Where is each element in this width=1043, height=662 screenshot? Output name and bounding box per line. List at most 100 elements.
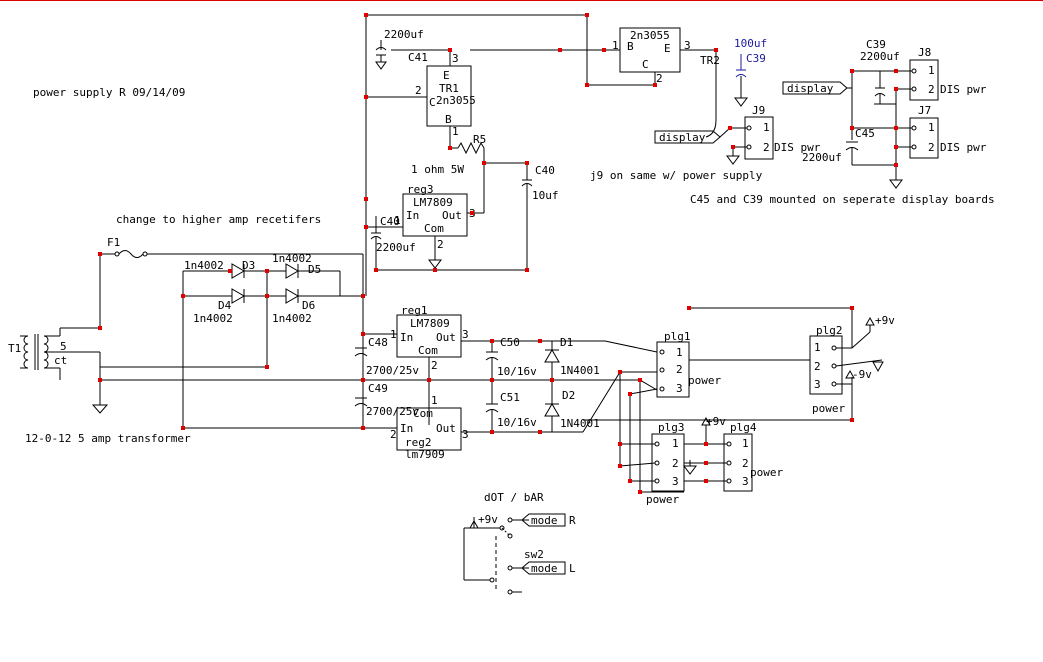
c40b-label: C40 bbox=[380, 215, 400, 228]
plg1-label: plg1 bbox=[664, 330, 691, 343]
sw2-label: sw2 bbox=[524, 548, 544, 561]
f1-label: F1 bbox=[107, 236, 120, 249]
tr1-pin1: 1 bbox=[452, 125, 459, 138]
c45-label: C45 bbox=[855, 127, 875, 140]
plg2-plus9v: +9v bbox=[875, 314, 895, 327]
resistor-r5: R5 1 ohm 5W bbox=[411, 133, 527, 214]
reg1-pin3: 3 bbox=[462, 328, 469, 341]
j9-dis-pwr: DIS pwr bbox=[774, 141, 821, 154]
regulator-reg1: reg1 LM7809 In Out Com 1 3 2 bbox=[390, 304, 540, 425]
mode-l-label: L bbox=[569, 562, 576, 575]
display-tag-j9-text: display bbox=[659, 131, 706, 144]
d5-label: D5 bbox=[308, 263, 321, 276]
c45-note: C45 and C39 mounted on seperate display … bbox=[690, 193, 995, 206]
tr2-value: 2n3055 bbox=[630, 29, 670, 42]
switch-sw2: dOT / bAR +9v mode R sw2 mode L bbox=[463, 491, 576, 595]
reg1-com: Com bbox=[418, 344, 438, 357]
capacitor-c40-2200uf: C40 2200uf bbox=[370, 215, 527, 271]
plg3-label: plg3 bbox=[658, 421, 685, 434]
capacitors-c48-c49: C48 2700/25v C49 2700/25v bbox=[354, 336, 419, 418]
j8-pin2: 2 bbox=[928, 83, 935, 96]
reg3-out: Out bbox=[442, 209, 462, 222]
c40a-label: C40 bbox=[535, 164, 555, 177]
transistor-tr1: E TR1 C 2n3055 B 3 2 1 bbox=[366, 49, 604, 148]
tr2-label: TR2 bbox=[700, 54, 720, 67]
reg1-in: In bbox=[400, 331, 413, 344]
tr2-pin2: 2 bbox=[656, 72, 663, 85]
reg2-label: reg2 bbox=[405, 436, 432, 449]
d6-value: 1n4002 bbox=[272, 312, 312, 325]
reg3-in: In bbox=[406, 209, 419, 222]
capacitor-c39-100uf: 100uf C39 bbox=[734, 37, 767, 107]
reg2-pin2: 2 bbox=[390, 428, 397, 441]
diodes-d1-d2: D1 1N4001 D2 1N4001 bbox=[540, 336, 605, 433]
j8-dis-pwr: DIS pwr bbox=[940, 83, 987, 96]
tr1-pin3: 3 bbox=[452, 52, 459, 65]
plg3-pin3: 3 bbox=[672, 475, 679, 488]
d5-value: 1n4002 bbox=[272, 252, 312, 265]
plg2-pin2: 2 bbox=[814, 360, 821, 373]
display-board: C39 2200uf J8 1 2 DIS pwr display J7 1 2… bbox=[782, 38, 987, 189]
plg3-power: power bbox=[646, 493, 679, 506]
plg1-pin3: 3 bbox=[676, 382, 683, 395]
plg2-minus9v: -9v bbox=[852, 368, 872, 381]
t1-label: T1 bbox=[8, 342, 21, 355]
c50-label: C50 bbox=[500, 336, 520, 349]
tr1-pin2: 2 bbox=[415, 84, 422, 97]
plg3-pin1: 1 bbox=[672, 437, 679, 450]
c39-blue-value: 100uf bbox=[734, 37, 767, 50]
d2-label: D2 bbox=[562, 389, 575, 402]
reg1-pin2: 2 bbox=[431, 359, 438, 372]
transformer-note: 12-0-12 5 amp transformer bbox=[25, 432, 191, 445]
j9-pin1: 1 bbox=[763, 121, 770, 134]
j8-label: J8 bbox=[918, 46, 931, 59]
plg4-power: power bbox=[750, 466, 783, 479]
r5-label: R5 bbox=[473, 133, 486, 146]
plg3-plus9v: +9v bbox=[706, 415, 726, 428]
tr2-e-pin: E bbox=[664, 42, 671, 55]
c40a-value: 10uf bbox=[532, 189, 559, 202]
reg3-pin1: 1 bbox=[394, 214, 401, 227]
c48-label: C48 bbox=[368, 336, 388, 349]
t1-tap-ct: ct bbox=[54, 354, 67, 367]
display-tag-j8-text: display bbox=[787, 82, 834, 95]
reg3-pin2: 2 bbox=[437, 238, 444, 251]
d6-label: D6 bbox=[302, 299, 315, 312]
d2-value: 1N4001 bbox=[560, 417, 600, 430]
sw2-plus9v: +9v bbox=[478, 513, 498, 526]
c45-value: 2200uf bbox=[802, 151, 842, 164]
tr2-pin1: 1 bbox=[612, 39, 619, 52]
c51-label: C51 bbox=[500, 391, 520, 404]
reg2-out: Out bbox=[436, 422, 456, 435]
c51-value: 10/16v bbox=[497, 416, 537, 429]
plg4-pin1: 1 bbox=[742, 437, 749, 450]
j7-pin2: 2 bbox=[928, 141, 935, 154]
c39-value: 2200uf bbox=[860, 50, 900, 63]
reg3-label: reg3 bbox=[407, 183, 434, 196]
tr2-b-pin: B bbox=[627, 40, 634, 53]
t1-primary-coil bbox=[23, 335, 29, 369]
plug-plg3: plg3 1 2 3 power +9v bbox=[619, 415, 726, 506]
d4-label: D4 bbox=[218, 299, 232, 312]
transformer-t1: T1 5 ct bbox=[8, 327, 100, 380]
tr1-c-pin: C bbox=[429, 96, 436, 109]
reg3-com: Com bbox=[424, 222, 444, 235]
plug-plg4: plg4 1 2 3 power bbox=[684, 421, 783, 492]
capacitor-c40-10uf: C40 10uf bbox=[521, 163, 559, 270]
mode-tag-l-text: mode bbox=[531, 562, 558, 575]
mode-tag-r bbox=[521, 513, 566, 527]
c41-value: 2200uf bbox=[384, 28, 424, 41]
c41-label: C41 bbox=[408, 51, 428, 64]
display-tag-j9 bbox=[654, 130, 721, 144]
mode-r-label: R bbox=[569, 514, 576, 527]
tr1-label: TR1 bbox=[439, 82, 459, 95]
reg2-com: Com bbox=[413, 407, 433, 420]
d3-value: 1n4002 bbox=[184, 259, 224, 272]
tr1-b-pin: B bbox=[445, 113, 452, 126]
dot-bar-label: dOT / bAR bbox=[484, 491, 544, 504]
regulator-reg2: Com In Out reg2 lm7909 1 2 3 bbox=[390, 394, 540, 461]
d1-label: D1 bbox=[560, 336, 573, 349]
mode-tag-r-text: mode bbox=[531, 514, 558, 527]
plug-plg1: plg1 1 2 3 power bbox=[619, 330, 721, 492]
